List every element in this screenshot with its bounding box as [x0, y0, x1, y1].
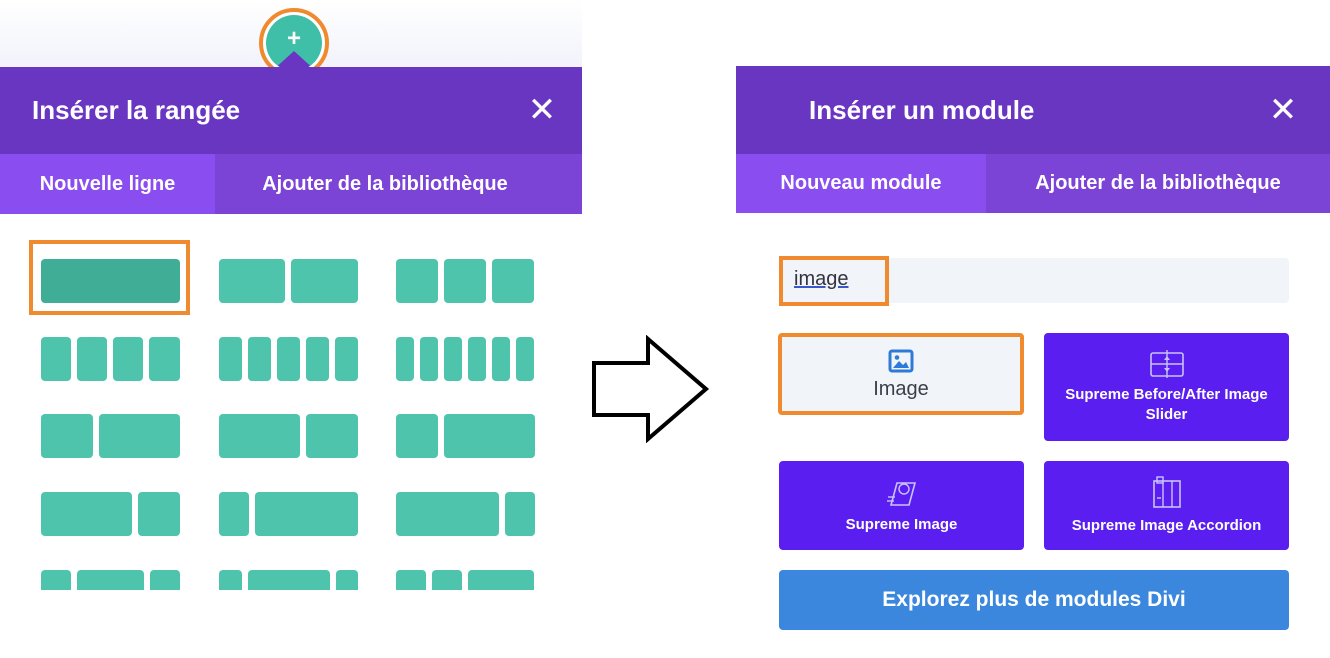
- module-label: Image: [873, 378, 929, 400]
- insert-row-tabs: Nouvelle ligne Ajouter de la bibliothèqu…: [0, 154, 582, 214]
- plus-icon: +: [286, 25, 301, 52]
- layout-column: [468, 337, 486, 381]
- module-label: Supreme Before/After Image Slider: [1065, 386, 1268, 423]
- layout-column: [396, 570, 426, 590]
- layout-column: [99, 414, 180, 458]
- layout-option[interactable]: [41, 259, 180, 303]
- add-row-button[interactable]: +: [259, 8, 329, 78]
- layout-column: [41, 414, 93, 458]
- layout-option[interactable]: [41, 492, 180, 536]
- selected-layout-highlight: [29, 240, 190, 315]
- layout-column: [420, 337, 438, 381]
- module-label: Supreme Image Accordion: [1071, 516, 1262, 534]
- layout-column: [396, 337, 414, 381]
- layout-column: [492, 337, 510, 381]
- layout-column: [468, 570, 534, 590]
- module-search-value[interactable]: image: [794, 268, 849, 290]
- layout-column: [335, 337, 358, 381]
- insert-module-header: Insérer un module ✕: [736, 66, 1330, 154]
- explore-more-modules-button[interactable]: Explorez plus de modules Divi: [779, 570, 1289, 630]
- layout-option[interactable]: [219, 337, 358, 381]
- layout-option[interactable]: [396, 259, 534, 303]
- layout-column: [432, 570, 462, 590]
- layout-column: [306, 337, 329, 381]
- layout-column: [255, 492, 358, 536]
- layout-option[interactable]: [219, 414, 358, 458]
- layout-column: [150, 570, 180, 590]
- supreme-image-icon: [886, 481, 916, 506]
- close-icon[interactable]: ✕: [527, 91, 557, 129]
- layout-option[interactable]: [396, 414, 535, 458]
- layout-option[interactable]: [41, 337, 180, 381]
- layout-column: [444, 337, 462, 381]
- module-label: Supreme Image: [845, 515, 958, 533]
- layout-column: [41, 337, 71, 381]
- layout-column: [396, 492, 499, 536]
- insert-module-title: Insérer un module: [809, 95, 1035, 125]
- layout-column: [41, 259, 180, 303]
- before-after-slider-icon: [1149, 350, 1184, 378]
- insert-row-header: Insérer la rangée ✕: [0, 67, 582, 154]
- layout-option[interactable]: [219, 570, 358, 590]
- layout-column: [113, 337, 143, 381]
- layout-column: [516, 337, 534, 381]
- image-accordion-icon: [1152, 475, 1181, 508]
- layout-column: [219, 414, 300, 458]
- layout-column: [219, 259, 285, 303]
- layout-column: [219, 492, 249, 536]
- right-arrow-icon: [592, 335, 710, 443]
- tab-new-module[interactable]: Nouveau module: [736, 154, 986, 213]
- layout-column: [306, 414, 358, 458]
- layout-column: [41, 492, 132, 536]
- layout-column: [248, 570, 330, 590]
- layout-column: [219, 337, 242, 381]
- tab-add-from-library[interactable]: Ajouter de la bibliothèque: [262, 172, 508, 195]
- layout-column: [149, 337, 180, 381]
- layout-column: [77, 570, 144, 590]
- layout-column: [41, 570, 71, 590]
- layout-option[interactable]: [396, 570, 534, 590]
- layout-column: [219, 570, 242, 590]
- layout-column: [277, 337, 300, 381]
- layout-column: [505, 492, 535, 536]
- search-highlight: [779, 256, 889, 306]
- insert-row-title: Insérer la rangée: [32, 95, 241, 125]
- layout-option[interactable]: [396, 337, 534, 381]
- layout-column: [291, 259, 358, 303]
- module-supreme-image[interactable]: Supreme Image: [779, 461, 1024, 550]
- layout-column: [396, 414, 438, 458]
- layout-option[interactable]: [41, 414, 180, 458]
- module-supreme-image-accordion[interactable]: Supreme Image Accordion: [1044, 461, 1289, 550]
- layout-column: [336, 570, 358, 590]
- module-image[interactable]: Image: [778, 333, 1024, 415]
- layout-column: [77, 337, 107, 381]
- pointer-triangle-icon: [272, 51, 316, 71]
- layout-option[interactable]: [41, 570, 180, 590]
- image-icon: [888, 349, 914, 373]
- module-search-input[interactable]: [779, 258, 1289, 303]
- insert-module-tabs: Nouveau module Ajouter de la bibliothèqu…: [736, 154, 1330, 213]
- tab-add-from-library[interactable]: Ajouter de la bibliothèque: [1035, 172, 1281, 194]
- add-button-circle[interactable]: +: [266, 15, 322, 71]
- layout-column: [492, 259, 534, 303]
- layout-option[interactable]: [219, 259, 358, 303]
- close-icon[interactable]: ✕: [1268, 91, 1298, 129]
- layout-column: [444, 414, 535, 458]
- tab-new-row[interactable]: Nouvelle ligne: [0, 154, 215, 214]
- layout-column: [396, 259, 438, 303]
- layout-column: [138, 492, 180, 536]
- layout-option[interactable]: [219, 492, 358, 536]
- module-supreme-before-after-slider[interactable]: Supreme Before/After Image Slider: [1044, 333, 1289, 441]
- layout-column: [444, 259, 486, 303]
- layout-column: [248, 337, 271, 381]
- layout-option[interactable]: [396, 492, 535, 536]
